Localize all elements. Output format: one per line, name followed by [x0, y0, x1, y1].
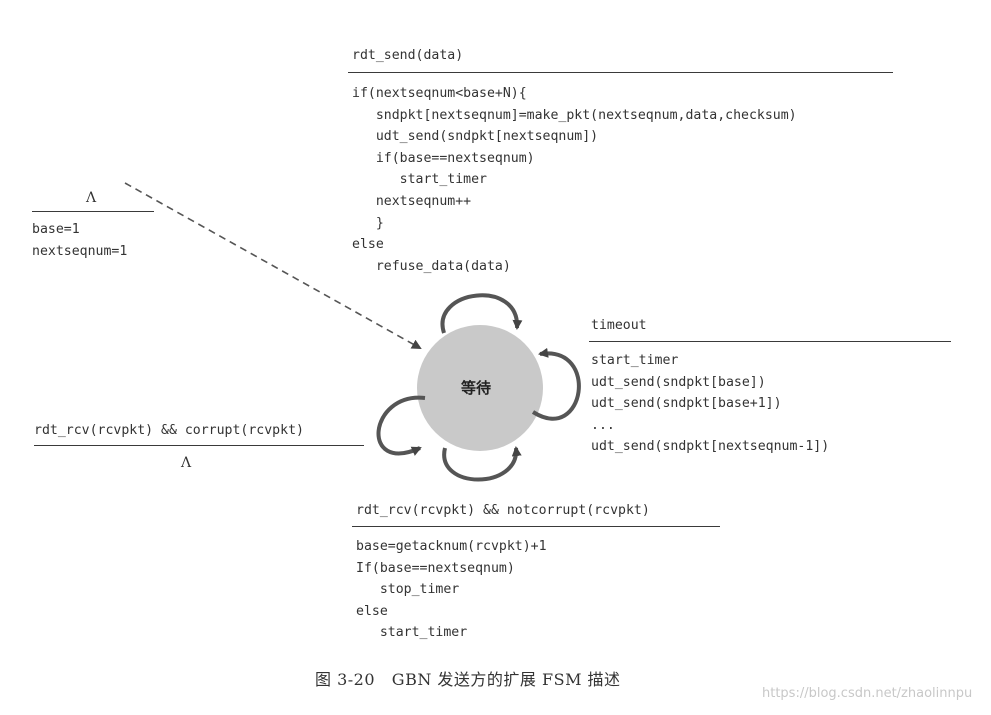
state-waiting: [417, 325, 543, 451]
initial-transition-arrow: [124, 182, 422, 349]
corrupt-action: Λ: [181, 455, 192, 471]
ack-action-line: base=getacknum(rcvpkt)+1: [356, 539, 547, 554]
ack-action-line: If(base==nextseqnum): [356, 560, 515, 576]
timeout-divider: [589, 341, 951, 343]
send-divider: [348, 72, 893, 74]
watermark: https://blog.csdn.net/zhaolinnpu: [762, 686, 973, 701]
init-divider: [32, 211, 154, 213]
send-action-line: if(base==nextseqnum): [352, 150, 535, 166]
init-action-line: base=1: [32, 222, 80, 237]
timeout-action-line: udt_send(sndpkt[nextseqnum-1]): [591, 439, 830, 455]
timeout-event: timeout: [591, 318, 647, 333]
send-action-line: refuse_data(data): [352, 258, 511, 274]
state-label: 等待: [461, 379, 492, 397]
init-event: Λ: [86, 190, 97, 206]
timeout-action-line: udt_send(sndpkt[base+1]): [591, 396, 782, 412]
send-action-line: udt_send(sndpkt[nextseqnum]): [352, 129, 599, 145]
corrupt-divider: [34, 445, 364, 447]
ack-divider: [352, 526, 720, 528]
send-action-line: sndpkt[nextseqnum]=make_pkt(nextseqnum,d…: [352, 107, 797, 123]
corrupt-event: rdt_rcv(rcvpkt) && corrupt(rcvpkt): [34, 423, 304, 438]
ack-action-line: start_timer: [356, 625, 468, 641]
send-action-line: nextseqnum++: [352, 194, 472, 209]
timeout-action-line: udt_send(sndpkt[base]): [591, 374, 766, 390]
send-action-line: else: [352, 237, 384, 253]
self-loop-send: [440, 293, 523, 334]
figure-caption: 图 3-20 GBN 发送方的扩展 FSM 描述: [315, 670, 621, 689]
self-loop-timeout: [531, 347, 581, 421]
send-event: rdt_send(data): [352, 48, 464, 63]
init-action-line: nextseqnum=1: [32, 243, 128, 259]
timeout-action-line: ...: [591, 417, 615, 433]
self-loop-ack: [442, 446, 522, 482]
send-action-line: if(nextseqnum<base+N){: [352, 86, 527, 101]
ack-event: rdt_rcv(rcvpkt) && notcorrupt(rcvpkt): [356, 503, 650, 518]
send-action-line: start_timer: [352, 172, 487, 188]
send-action-line: }: [352, 215, 384, 231]
ack-action-line: stop_timer: [356, 582, 460, 598]
timeout-action-line: start_timer: [591, 353, 679, 368]
self-loop-corrupt: [376, 395, 426, 456]
ack-action-line: else: [356, 603, 388, 619]
